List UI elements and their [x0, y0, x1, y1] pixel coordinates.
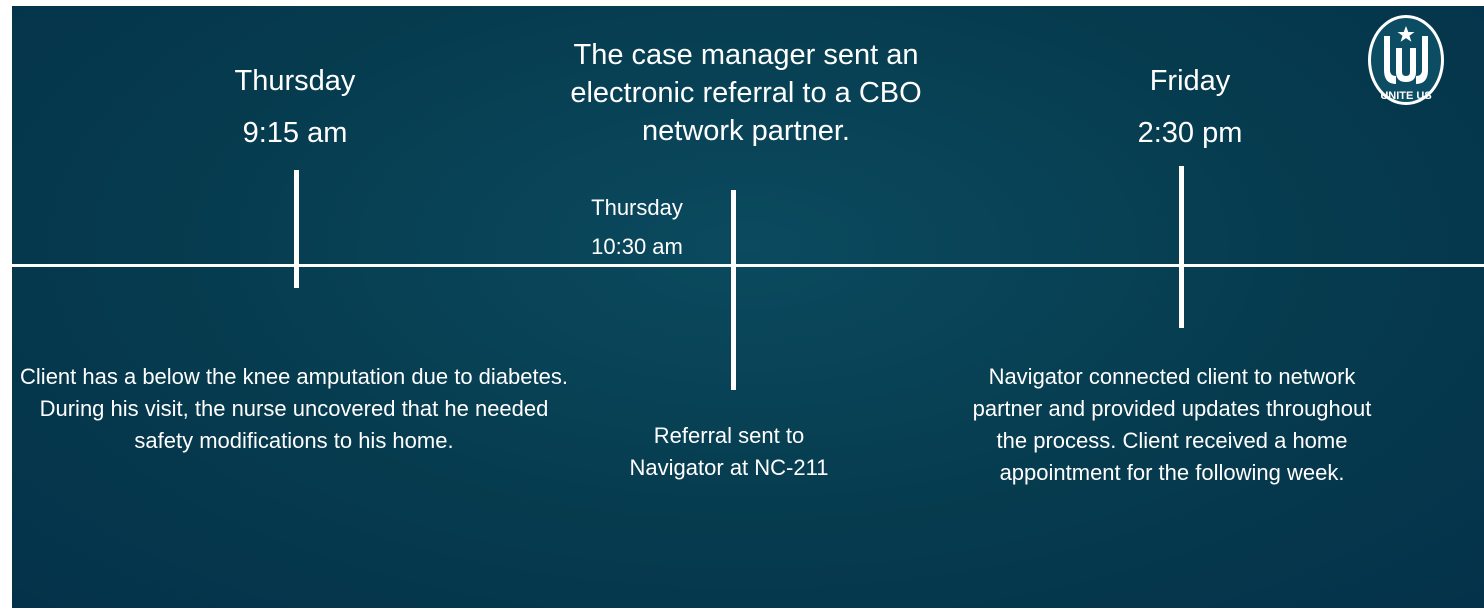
event-3-description: Navigator connected client to network pa…: [972, 364, 1372, 485]
event-1-description: Client has a below the knee amputation d…: [20, 364, 568, 453]
star-logo-icon: UNITE US: [1368, 15, 1444, 105]
event-2-day: Thursday: [591, 195, 683, 220]
event-2-summary: The case manager sent an electronic refe…: [570, 39, 922, 147]
event-1-time: 9:15 am: [242, 117, 348, 149]
event-1-tick: [294, 170, 299, 288]
unite-us-logo: UNITE US: [1366, 14, 1446, 106]
event-3-day: Friday: [1149, 65, 1231, 97]
event-1-day: Thursday: [234, 65, 356, 97]
event-2-time: 10:30 am: [591, 234, 683, 259]
event-2-description: Referral sent to Navigator at NC-211: [629, 423, 829, 480]
logo-text: UNITE US: [1380, 90, 1431, 102]
timeline-axis: [12, 264, 1484, 267]
event-3-time: 2:30 pm: [1137, 117, 1243, 149]
timeline-slide: Thursday 9:15 am Client has a below the …: [12, 6, 1484, 608]
event-2-tick: [731, 190, 736, 390]
event-3-tick: [1179, 166, 1184, 328]
